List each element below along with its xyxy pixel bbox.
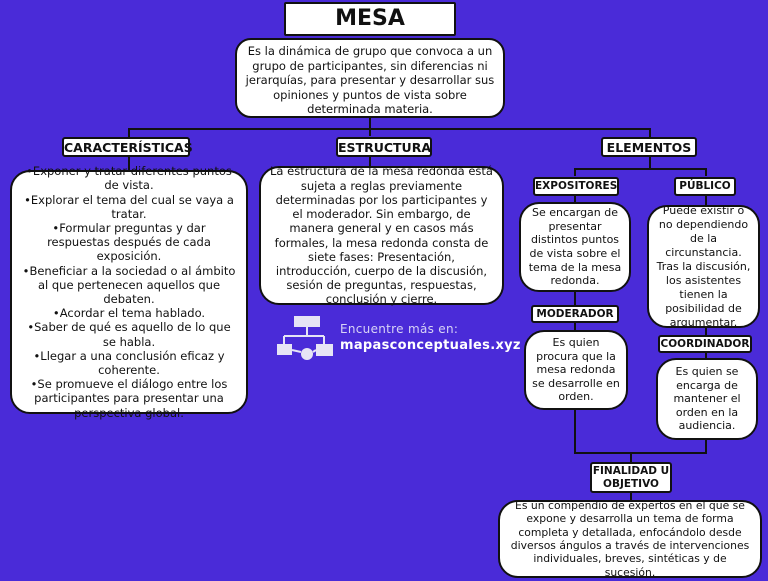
- list-item: Exponer y tratar diferentes puntos de vi…: [20, 164, 238, 192]
- connector: [649, 128, 651, 138]
- elementos-header: ELEMENTOS: [601, 137, 697, 157]
- expositores-text: Se encargan de presentar distintos punto…: [528, 206, 622, 288]
- connector: [574, 322, 576, 330]
- expositores-box: Se encargan de presentar distintos punto…: [519, 202, 631, 292]
- connector: [574, 410, 576, 452]
- caracteristicas-header: CARACTERÍSTICAS: [62, 137, 193, 157]
- promo-site: mapasconceptuales.xyz: [340, 338, 521, 353]
- list-item: Beneficiar a la sociedad o al ámbito al …: [20, 264, 238, 307]
- connector: [574, 291, 576, 305]
- list-item: Se promueve el diálogo entre los partici…: [20, 377, 238, 420]
- caracteristicas-box: Exponer y tratar diferentes puntos de vi…: [10, 164, 248, 420]
- connector: [574, 452, 707, 454]
- map-title: MESA REDONDA: [284, 2, 456, 61]
- connector: [369, 118, 371, 136]
- list-item: Acordar el tema hablado.: [20, 306, 238, 320]
- moderador-text: Es quien procura que la mesa redonda se …: [532, 336, 620, 404]
- finalidad-box: Es un compendio de expertos en el que se…: [498, 498, 762, 579]
- publico-header: PÚBLICO: [674, 177, 736, 196]
- connector: [630, 452, 632, 462]
- estructura-box: La estructura de la mesa redonda está su…: [259, 164, 504, 307]
- connector: [574, 168, 706, 170]
- connector: [574, 195, 576, 202]
- estructura-text: La estructura de la mesa redonda está su…: [270, 164, 493, 307]
- connector: [705, 352, 707, 358]
- expositores-header: EXPOSITORES: [533, 177, 619, 196]
- connector: [705, 195, 707, 205]
- connector: [705, 327, 707, 335]
- moderador-header: MODERADOR: [531, 305, 619, 323]
- definition-box: Es la dinámica de grupo que convoca a un…: [235, 38, 505, 118]
- finalidad-text: Es un compendio de expertos en el que se…: [510, 498, 750, 579]
- connector: [574, 168, 576, 176]
- connector: [630, 492, 632, 500]
- promo-label: Encuentre más en:: [340, 322, 459, 336]
- list-item: Formular preguntas y dar respuestas desp…: [20, 221, 238, 264]
- connector: [705, 440, 707, 454]
- list-item: Llegar a una conclusión eficaz y coheren…: [20, 349, 238, 377]
- finalidad-header: FINALIDAD U OBJETIVO: [590, 462, 672, 493]
- coordinador-box: Es quien se encarga de mantener el orden…: [656, 358, 758, 440]
- coordinador-header: COORDINADOR: [658, 335, 752, 353]
- caracteristicas-list: Exponer y tratar diferentes puntos de vi…: [20, 164, 238, 420]
- list-item: Explorar el tema del cual se vaya a trat…: [20, 193, 238, 221]
- connector: [128, 156, 130, 170]
- connector: [705, 168, 707, 176]
- connector: [128, 128, 130, 138]
- coordinador-text: Es quien se encarga de mantener el orden…: [673, 365, 741, 433]
- connector: [649, 156, 651, 168]
- moderador-box: Es quien procura que la mesa redonda se …: [524, 330, 628, 410]
- publico-box: Puede existir o no dependiendo de la cir…: [647, 203, 760, 329]
- diagram-logo-icon: [277, 316, 333, 360]
- list-item: Saber de qué es aquello de lo que se hab…: [20, 320, 238, 348]
- estructura-header: ESTRUCTURA: [336, 137, 432, 157]
- connector: [369, 156, 371, 166]
- connector: [128, 128, 650, 130]
- publico-text: Puede existir o no dependiendo de la cir…: [656, 203, 751, 329]
